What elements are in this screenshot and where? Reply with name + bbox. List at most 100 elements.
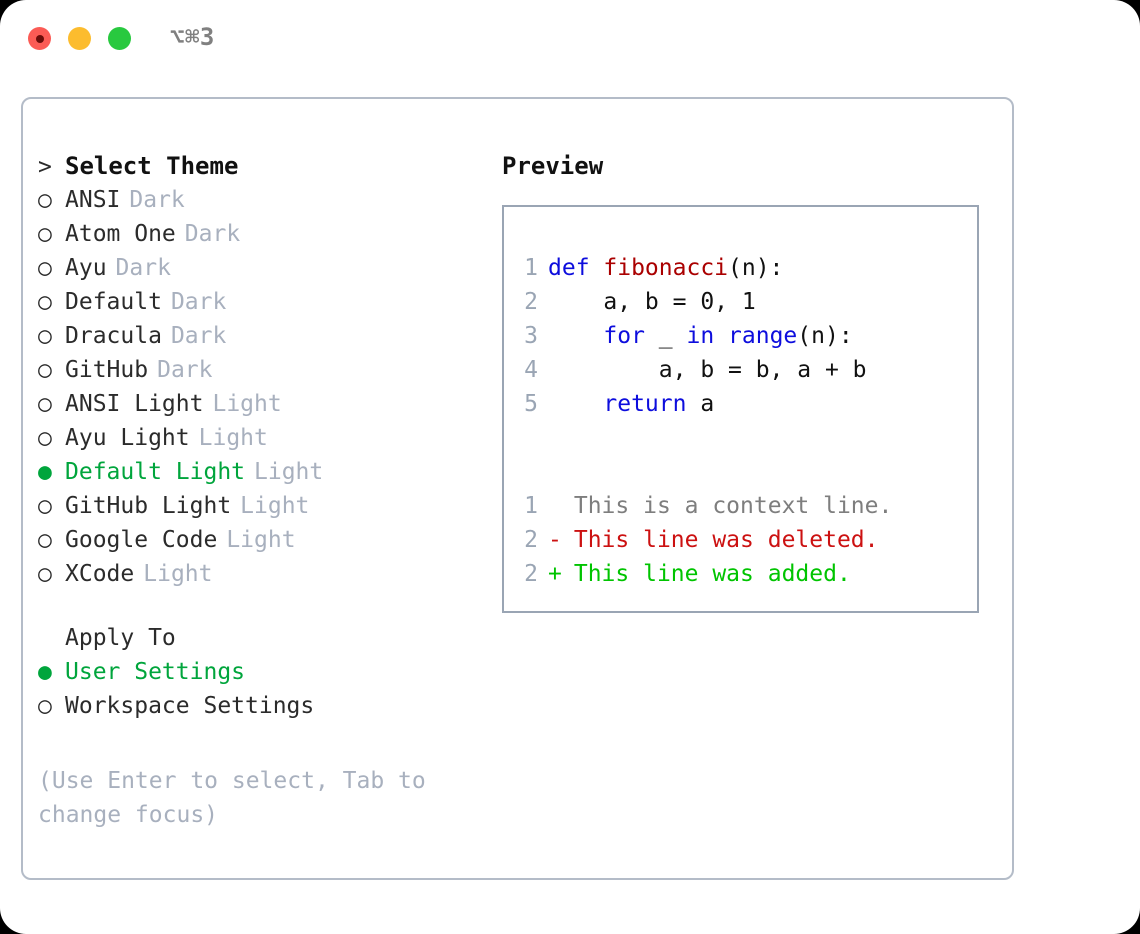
diff-text: This is a context line. [573, 493, 893, 519]
apply-to-title: Apply To [65, 625, 176, 651]
minimize-window-icon[interactable] [68, 27, 91, 50]
code-token-plain: a, b = b, a + b [548, 357, 867, 383]
code-token-plain: a [686, 391, 715, 417]
radio-unselected-icon[interactable]: ○ [38, 693, 52, 719]
line-number: 2 [524, 527, 538, 553]
radio-unselected-icon[interactable]: ○ [38, 255, 52, 281]
theme-option-ayu-light[interactable]: ○ Ayu Light Light [38, 421, 488, 455]
maximize-window-icon[interactable] [108, 27, 131, 50]
diff-sign: + [548, 561, 562, 587]
line-number: 1 [524, 493, 538, 519]
theme-label: XCode [65, 561, 135, 587]
radio-unselected-icon[interactable]: ○ [38, 425, 52, 451]
code-token-plain: _ [644, 323, 687, 349]
code-line: 4 a, b = b, a + b [514, 353, 969, 387]
select-theme-title: Select Theme [65, 152, 239, 180]
theme-variant: Dark [170, 323, 227, 349]
diff-line-context: 1 This is a context line. [514, 489, 969, 523]
theme-option-google-code[interactable]: ○ Google Code Light [38, 523, 488, 557]
radio-unselected-icon[interactable]: ○ [38, 187, 52, 213]
code-token-plain [548, 387, 603, 421]
theme-option-ansi-light[interactable]: ○ ANSI Light Light [38, 387, 488, 421]
theme-variant: Dark [170, 289, 227, 315]
traffic-light-controls [28, 27, 131, 50]
diff-sign [548, 489, 562, 523]
radio-unselected-icon[interactable]: ○ [38, 561, 52, 587]
keyboard-hint-text: (Use Enter to select, Tab to change focu… [38, 768, 426, 828]
theme-variant: Dark [157, 357, 213, 383]
code-line: 3 for _ in range(n): [514, 319, 969, 353]
preview-title: Preview [502, 152, 604, 180]
line-number: 4 [524, 357, 538, 383]
window-title: ⌥⌘3 [170, 23, 215, 51]
radio-selected-icon[interactable]: ● [38, 659, 52, 685]
line-number: 2 [524, 289, 538, 315]
main-panel: > Select Theme ○ ANSI Dark ○ Atom One Da… [21, 97, 1014, 880]
theme-label: Ayu [65, 255, 107, 281]
theme-label: Google Code [65, 527, 218, 553]
diff-sign: - [548, 527, 562, 553]
radio-unselected-icon[interactable]: ○ [38, 289, 52, 315]
code-line: 5 return a [514, 387, 969, 421]
theme-label: Ayu Light [65, 425, 190, 451]
theme-variant: Light [240, 493, 310, 519]
theme-variant: Light [143, 561, 213, 587]
close-window-icon[interactable] [28, 27, 51, 50]
diff-text: This line was deleted. [573, 527, 879, 553]
code-token-keyword: return [603, 391, 687, 417]
theme-option-github-light[interactable]: ○ GitHub Light Light [38, 489, 488, 523]
theme-variant: Dark [115, 255, 171, 281]
theme-label: GitHub Light [65, 493, 232, 519]
theme-picker-column: > Select Theme ○ ANSI Dark ○ Atom One Da… [38, 149, 488, 723]
select-theme-header: > Select Theme [38, 149, 488, 183]
theme-label: ANSI [65, 187, 121, 213]
code-token-keyword: range [728, 323, 798, 349]
theme-option-xcode[interactable]: ○ XCode Light [38, 557, 488, 591]
radio-unselected-icon[interactable]: ○ [38, 527, 52, 553]
code-token-keyword: def [548, 255, 604, 281]
theme-option-default-dark[interactable]: ○ Default Dark [38, 285, 488, 319]
apply-to-workspace-settings[interactable]: ○ Workspace Settings [38, 689, 488, 723]
diff-line-deleted: 2 - This line was deleted. [514, 523, 969, 557]
line-number: 1 [524, 255, 538, 281]
theme-variant: Dark [184, 221, 241, 247]
line-number: 5 [524, 391, 538, 417]
preview-column: Preview 1 def fibonacci (n): 2 a, b = 0, … [502, 149, 1002, 613]
radio-unselected-icon[interactable]: ○ [38, 357, 52, 383]
theme-option-dracula-dark[interactable]: ○ Dracula Dark [38, 319, 488, 353]
code-token-function: fibonacci [603, 255, 729, 281]
theme-label: Dracula [65, 323, 162, 349]
apply-to-header: o Apply To [38, 621, 488, 655]
title-bar: ⌥⌘3 [0, 0, 1140, 78]
panel-columns: > Select Theme ○ ANSI Dark ○ Atom One Da… [23, 99, 1012, 878]
code-line: 2 a, b = 0, 1 [514, 285, 969, 319]
preview-code-content: 1 def fibonacci (n): 2 a, b = 0, 1 3 for … [514, 251, 969, 591]
radio-selected-icon[interactable]: ● [38, 459, 52, 485]
theme-option-ayu-dark[interactable]: ○ Ayu Dark [38, 251, 488, 285]
code-blank-line [514, 455, 969, 489]
code-token-plain: (n): [797, 323, 853, 349]
theme-option-default-light[interactable]: ● Default Light Light [38, 455, 488, 489]
apply-to-label: Workspace Settings [65, 693, 315, 719]
code-token-plain [714, 319, 728, 353]
line-number: 2 [524, 561, 538, 587]
theme-label: ANSI Light [65, 391, 204, 417]
code-token-plain [548, 319, 603, 353]
radio-unselected-icon[interactable]: ○ [38, 493, 52, 519]
theme-option-github-dark[interactable]: ○ GitHub Dark [38, 353, 488, 387]
radio-unselected-icon[interactable]: ○ [38, 221, 52, 247]
code-blank-line [514, 421, 969, 455]
theme-option-atom-one-dark[interactable]: ○ Atom One Dark [38, 217, 488, 251]
apply-to-label: User Settings [65, 659, 246, 685]
theme-variant: Light [226, 527, 296, 553]
radio-unselected-icon[interactable]: ○ [38, 391, 52, 417]
radio-unselected-icon[interactable]: ○ [38, 323, 52, 349]
theme-variant: Light [254, 459, 324, 485]
apply-to-user-settings[interactable]: ● User Settings [38, 655, 488, 689]
theme-option-ansi-dark[interactable]: ○ ANSI Dark [38, 183, 488, 217]
spacer-icon: o [38, 621, 65, 655]
diff-text: This line was added. [573, 561, 851, 587]
theme-label: GitHub [65, 357, 149, 383]
code-token-keyword: in [686, 323, 715, 349]
